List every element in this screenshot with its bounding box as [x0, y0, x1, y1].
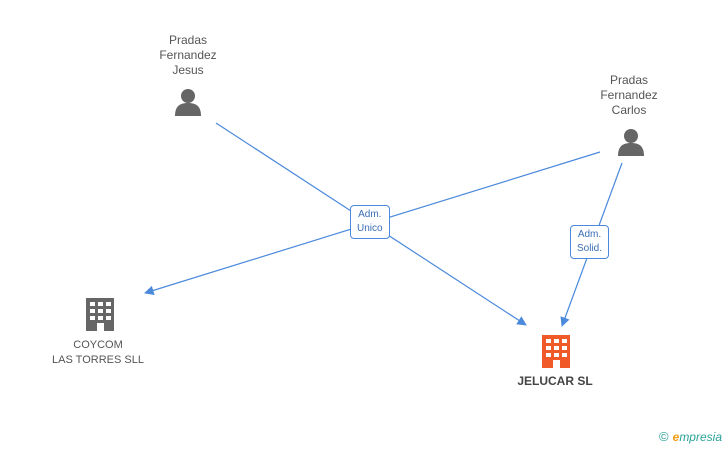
company-label-coycom[interactable]: COYCOM LAS TORRES SLL	[38, 338, 158, 368]
person-name-line: Pradas	[609, 73, 649, 87]
company-label-jelucar[interactable]: JELUCAR SL	[505, 374, 605, 389]
edge-label-line: Adm.	[358, 209, 382, 220]
empresia-logo: ©empresia	[659, 429, 722, 444]
person-label-carlos[interactable]: Pradas Fernandez Carlos	[589, 73, 669, 118]
company-name-line: LAS TORRES SLL	[52, 354, 144, 366]
person-icon[interactable]	[618, 129, 644, 156]
edge-label-line: Unico	[357, 223, 383, 234]
person-name-line: Carlos	[611, 103, 647, 117]
brand-name: mpresia	[679, 430, 722, 444]
company-name-line: COYCOM	[73, 339, 123, 351]
person-name-line: Fernandez	[600, 88, 658, 102]
person-name-line: Fernandez	[159, 48, 217, 62]
building-icon[interactable]	[542, 335, 570, 368]
edge-label-adm-unico: Adm. Unico	[350, 205, 390, 239]
person-label-jesus[interactable]: Pradas Fernandez Jesus	[148, 33, 228, 78]
edge-label-line: Adm.	[577, 229, 602, 240]
person-icon[interactable]	[175, 89, 201, 116]
edge-label-line: Solid.	[577, 243, 603, 254]
company-name-line: JELUCAR SL	[517, 374, 593, 388]
copyright-icon: ©	[659, 429, 669, 444]
brand-initial: e	[672, 430, 680, 444]
building-icon[interactable]	[86, 298, 114, 331]
person-name-line: Pradas	[168, 33, 208, 47]
person-name-line: Jesus	[172, 63, 204, 77]
edge-label-adm-solid: Adm. Solid.	[570, 225, 610, 259]
